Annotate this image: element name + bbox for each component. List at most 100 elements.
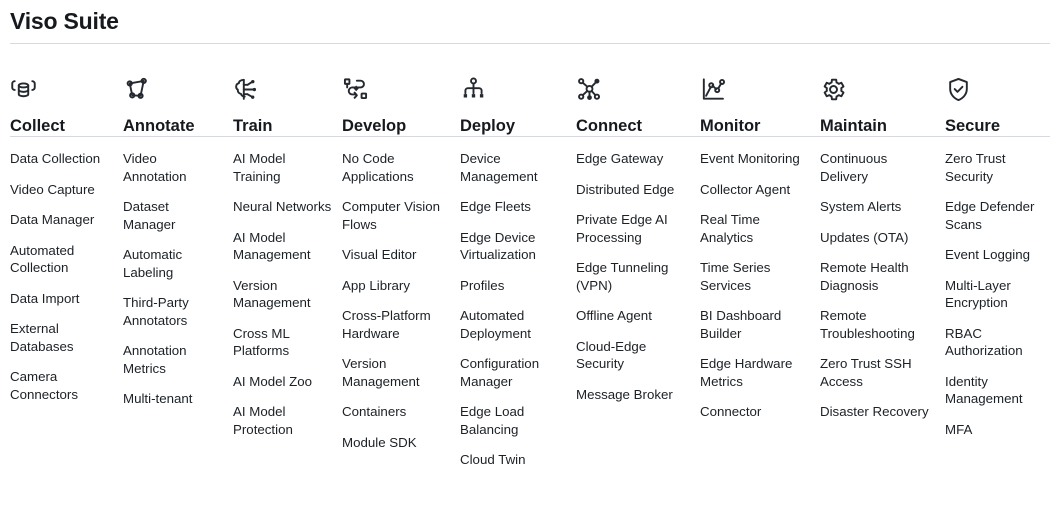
feature-item[interactable]: Connector xyxy=(700,404,762,419)
title-divider xyxy=(10,43,1050,44)
feature-item[interactable]: BI Dashboard Builder xyxy=(700,308,782,341)
hierarchy-sitemap-icon xyxy=(460,76,576,106)
feature-item[interactable]: Edge Gateway xyxy=(576,151,664,166)
feature-item[interactable]: Multi-Layer Encryption xyxy=(945,277,1011,311)
feature-item[interactable]: Collector Agent xyxy=(700,181,791,197)
feature-item[interactable]: Time Series Services xyxy=(700,260,771,293)
feature-item[interactable]: Visual Editor xyxy=(342,247,417,262)
feature-item[interactable]: Zero Trust Security xyxy=(945,151,1006,184)
feature-item[interactable]: App Library xyxy=(342,277,410,293)
database-cluster-icon xyxy=(10,76,123,106)
shield-check-icon xyxy=(945,76,1062,106)
feature-item[interactable]: Event Monitoring xyxy=(700,151,800,166)
feature-item[interactable]: Edge Device Virtualization xyxy=(460,229,536,263)
feature-item[interactable]: Data Import xyxy=(10,290,80,306)
feature-item[interactable]: Offline Agent xyxy=(576,308,652,323)
brain-circuit-icon xyxy=(233,76,342,106)
feature-item[interactable]: Device Management xyxy=(460,151,538,184)
feature-item[interactable]: Profiles xyxy=(460,277,505,293)
feature-item[interactable]: Camera Connectors xyxy=(10,369,78,402)
category-annotate[interactable]: Annotate xyxy=(123,62,233,136)
feature-item[interactable]: Multi-tenant xyxy=(123,391,193,406)
feature-item[interactable]: Updates (OTA) xyxy=(820,229,909,245)
category-deploy[interactable]: Deploy xyxy=(460,62,576,136)
feature-item[interactable]: AI Model Zoo xyxy=(233,373,313,389)
feature-item[interactable]: Data Collection xyxy=(10,151,101,166)
feature-item[interactable]: Third-Party Annotators xyxy=(123,295,189,328)
feature-item[interactable]: Automated Collection xyxy=(10,242,75,276)
feature-item[interactable]: Automated Deployment xyxy=(460,308,531,341)
feature-item[interactable]: Dataset Manager xyxy=(123,199,176,232)
category-label: Annotate xyxy=(123,117,195,135)
feature-item[interactable]: Containers xyxy=(342,404,407,419)
feature-item[interactable]: Cloud-Edge Security xyxy=(576,338,647,372)
feature-item[interactable]: Computer Vision Flows xyxy=(342,199,441,232)
feature-item[interactable]: Remote Troubleshooting xyxy=(820,308,915,341)
feature-item[interactable]: Video Annotation xyxy=(123,151,187,184)
feature-item[interactable]: Distributed Edge xyxy=(576,181,675,197)
polygon-annotation-icon xyxy=(123,76,233,106)
feature-item[interactable]: Configuration Manager xyxy=(460,356,540,389)
category-secure[interactable]: Secure xyxy=(945,62,1062,136)
feature-item[interactable]: MFA xyxy=(945,421,973,437)
page-title: Viso Suite xyxy=(10,8,119,34)
feature-item[interactable]: Private Edge AI Processing xyxy=(576,212,668,245)
feature-item[interactable]: Edge Hardware Metrics xyxy=(700,356,793,389)
feature-item[interactable]: Remote Health Diagnosis xyxy=(820,260,909,293)
category-collect[interactable]: Collect xyxy=(10,62,123,136)
feature-item[interactable]: Data Manager xyxy=(10,212,95,227)
feature-item[interactable]: Neural Networks xyxy=(233,199,332,214)
feature-item[interactable]: AI Model Management xyxy=(233,229,311,263)
feature-item[interactable]: Annotation Metrics xyxy=(123,343,187,376)
category-develop[interactable]: Develop xyxy=(342,62,460,136)
feature-item[interactable]: Real Time Analytics xyxy=(700,212,760,245)
category-maintain[interactable]: Maintain xyxy=(820,62,945,136)
feature-item[interactable]: Cross ML Platforms xyxy=(233,325,290,359)
feature-item[interactable]: Zero Trust SSH Access xyxy=(820,356,912,389)
feature-item[interactable]: Event Logging xyxy=(945,247,1031,262)
category-label: Collect xyxy=(10,117,66,135)
feature-item[interactable]: RBAC Authorization xyxy=(945,325,1023,359)
feature-item[interactable]: Module SDK xyxy=(342,434,417,450)
feature-item[interactable]: Cross-Platform Hardware xyxy=(342,308,431,341)
feature-item[interactable]: No Code Applications xyxy=(342,151,414,184)
feature-item[interactable]: Message Broker xyxy=(576,386,673,402)
category-monitor[interactable]: Monitor xyxy=(700,62,820,136)
feature-item[interactable]: Automatic Labeling xyxy=(123,247,183,280)
feature-item[interactable]: Continuous Delivery xyxy=(820,151,888,184)
category-label: Monitor xyxy=(700,117,761,135)
category-label: Maintain xyxy=(820,117,887,135)
feature-item[interactable]: Disaster Recovery xyxy=(820,404,929,419)
category-train[interactable]: Train xyxy=(233,62,342,136)
category-connect[interactable]: Connect xyxy=(576,62,700,136)
feature-item[interactable]: Edge Fleets xyxy=(460,199,531,214)
feature-item[interactable]: Video Capture xyxy=(10,181,95,197)
feature-item[interactable]: AI Model Training xyxy=(233,151,286,184)
feature-item[interactable]: External Databases xyxy=(10,321,74,354)
category-label: Develop xyxy=(342,117,407,135)
feature-item[interactable]: Edge Load Balancing xyxy=(460,404,525,437)
feature-item[interactable]: System Alerts xyxy=(820,199,902,214)
feature-item[interactable]: Edge Defender Scans xyxy=(945,199,1035,232)
category-label: Deploy xyxy=(460,117,516,135)
feature-item[interactable]: Version Management xyxy=(233,277,311,311)
network-hub-icon xyxy=(576,76,700,106)
line-chart-icon xyxy=(700,76,820,106)
feature-item[interactable]: Edge Tunneling (VPN) xyxy=(576,260,669,293)
category-divider xyxy=(10,136,1050,137)
feature-item[interactable]: Version Management xyxy=(342,356,420,389)
feature-item[interactable]: Identity Management xyxy=(945,373,1023,407)
feature-item[interactable]: AI Model Protection xyxy=(233,404,293,437)
feature-item[interactable]: Cloud Twin xyxy=(460,452,526,467)
category-label: Secure xyxy=(945,117,1001,135)
